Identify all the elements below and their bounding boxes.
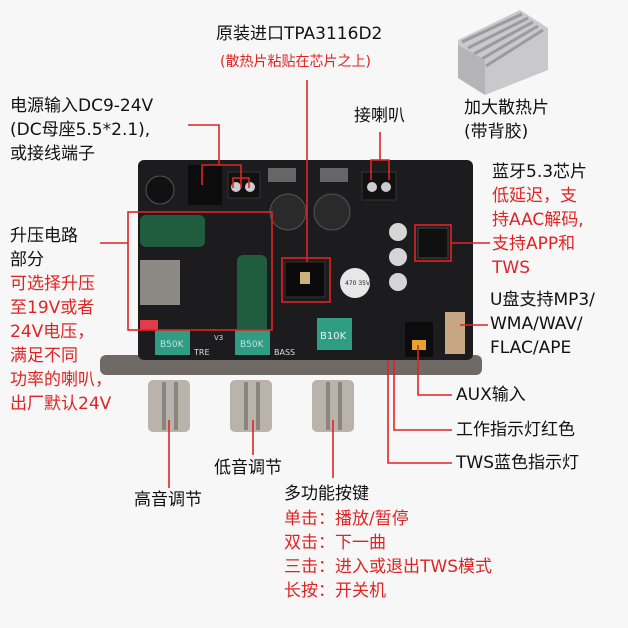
- bluetooth-note: 支持APP和: [492, 234, 576, 254]
- pot-marking: B50K: [160, 340, 185, 350]
- treble-label: 高音调节: [134, 490, 202, 510]
- heatsink-image: [458, 10, 548, 95]
- chip-note: (散热片粘贴在芯片之上): [220, 54, 371, 70]
- multi-action: 单击：播放/暂停: [284, 509, 409, 529]
- capacitor-marking: 470 35V: [345, 280, 371, 287]
- annotation-lines: [100, 80, 490, 488]
- bluetooth-title: 蓝牙5.3芯片: [492, 162, 588, 182]
- aux-label: AUX输入: [456, 385, 526, 405]
- power-line: 电源输入DC9-24V: [10, 96, 154, 116]
- boost-title: 部分: [10, 250, 44, 270]
- bass-label: 低音调节: [214, 458, 282, 478]
- speaker-label: 接喇叭: [354, 106, 405, 126]
- bluetooth-note: TWS: [492, 258, 530, 278]
- boost-note: 至19V或者: [10, 298, 95, 318]
- bluetooth-note: 低延迟，支: [492, 186, 577, 206]
- heatsink-line: 加大散热片: [464, 98, 549, 118]
- usb-line: FLAC/APE: [490, 338, 572, 358]
- pot-marking: B50K: [240, 340, 265, 350]
- power-line: (DC母座5.5*2.1),: [10, 120, 151, 140]
- power-line: 或接线端子: [10, 144, 95, 164]
- silkscreen-label: V3: [214, 334, 223, 342]
- boost-note: 24V电压，: [10, 322, 95, 342]
- work-led-label: 工作指示灯红色: [456, 420, 575, 440]
- boost-title: 升压电路: [10, 226, 78, 246]
- tws-led-label: TWS蓝色指示灯: [456, 453, 579, 473]
- bluetooth-note: 持AAC解码,: [492, 210, 584, 230]
- multi-title: 多功能按键: [284, 484, 369, 504]
- chip-title: 原装进口TPA3116D2: [216, 24, 383, 44]
- boost-note: 满足不同: [10, 346, 78, 366]
- usb-line: WMA/WAV/: [490, 314, 583, 334]
- silkscreen-label: BASS: [274, 348, 295, 357]
- knobs: [148, 380, 354, 432]
- boost-note: 出厂默认24V: [10, 394, 112, 414]
- usb-line: U盘支持MP3/: [490, 290, 595, 310]
- multi-action: 三击：进入或退出TWS模式: [284, 557, 492, 577]
- silkscreen-label: TRE: [193, 348, 210, 357]
- pcb-board: B50K B50K B10K TRE V3 BASS 470 35V: [138, 160, 473, 360]
- pot-marking: B10K: [320, 331, 347, 342]
- boost-note: 可选择升压: [10, 274, 95, 294]
- multi-action: 双击：下一曲: [284, 533, 386, 553]
- heatsink-line: (带背胶): [464, 122, 529, 142]
- multi-action: 长按：开关机: [284, 581, 386, 601]
- boost-note: 功率的喇叭，: [10, 370, 112, 390]
